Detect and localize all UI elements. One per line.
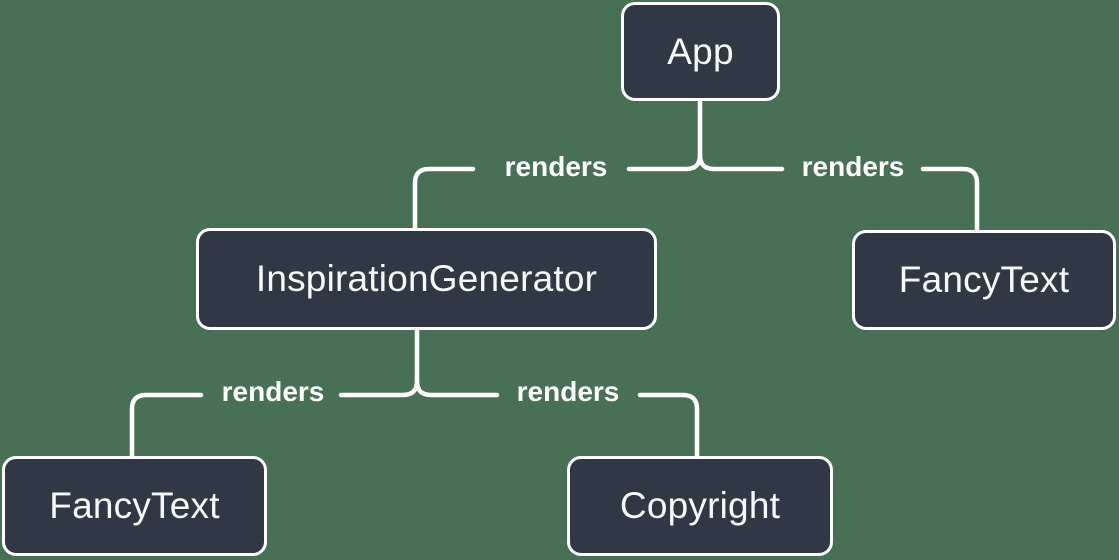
- edge-label-inspirationgenerator-renders-copyright: renders: [516, 376, 620, 407]
- edge-label-app-renders-fancytext: renders: [801, 151, 905, 182]
- node-app-label: App: [667, 30, 734, 72]
- edge-app-to-inspirationgenerator-corner: [412, 166, 476, 231]
- edge-inspirationgenerator-to-fancytext-corner: [129, 392, 204, 459]
- node-fancy-text-top-right: FancyText: [852, 230, 1116, 330]
- edge-label-app-renders-inspirationgenerator: renders: [504, 151, 608, 182]
- node-fancy-text-bottom-left-label: FancyText: [49, 485, 220, 526]
- node-copyright: Copyright: [567, 456, 833, 556]
- edge-inspirationgenerator-to-copyright-corner: [637, 392, 700, 459]
- node-inspiration-generator-label: InspirationGenerator: [255, 258, 598, 299]
- edge-label-inspirationgenerator-renders-fancytext: renders: [221, 376, 325, 407]
- node-fancy-text-top-right-label: FancyText: [898, 259, 1070, 300]
- edge-inspirationgenerator-to-fancytext-line: [338, 378, 420, 398]
- node-inspiration-generator: InspirationGenerator: [196, 228, 657, 330]
- edge-inspirationgenerator-to-copyright-line: [414, 378, 500, 398]
- node-copyright-label: Copyright: [619, 485, 781, 526]
- edge-app-to-fancytext-corner: [920, 166, 980, 233]
- edge-app-to-fancytext-line: [697, 152, 785, 172]
- node-app: App: [621, 2, 780, 101]
- node-fancy-text-bottom-left: FancyText: [2, 456, 267, 556]
- edge-app-to-inspirationgenerator-line: [626, 152, 703, 172]
